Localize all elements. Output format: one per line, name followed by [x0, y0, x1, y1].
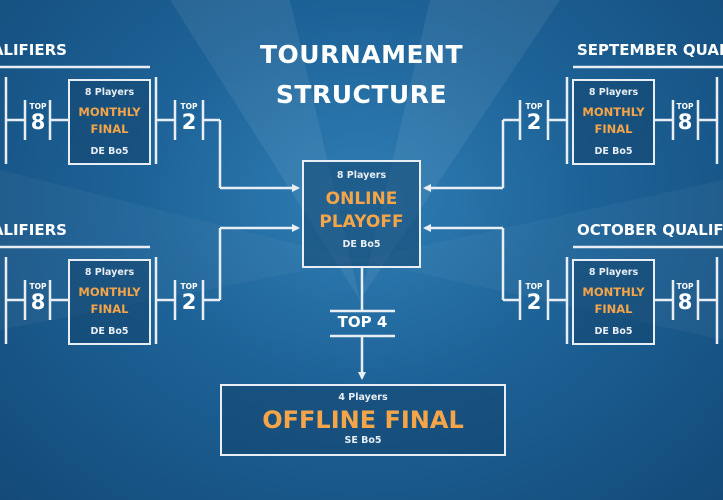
top-count: 2: [526, 289, 542, 314]
monthly-final-format: DE Bo5: [594, 146, 633, 157]
monthly-final-title-2: FINAL: [90, 302, 129, 316]
monthly-final-players: 8 Players: [588, 87, 639, 98]
top-count: 8: [30, 289, 46, 314]
top-word: TOP: [29, 102, 47, 111]
online-playoff-title-1: ONLINE: [325, 189, 398, 209]
top-word: TOP: [676, 282, 694, 291]
advance-top-4-label: TOP 4: [337, 313, 388, 331]
offline-final-players: 4 Players: [338, 392, 388, 403]
offline-final-title: OFFLINE FINAL: [262, 406, 464, 434]
top-word: TOP: [180, 102, 198, 111]
monthly-final-format: DE Bo5: [90, 326, 129, 337]
monthly-final-title-1: MONTHLY: [78, 105, 141, 119]
monthly-final-box: 8 Players MONTHLY FINAL DE Bo5: [572, 259, 655, 345]
monthly-final-players: 8 Players: [84, 87, 135, 98]
top-count: 2: [181, 109, 197, 134]
online-playoff-box: 8 Players ONLINE PLAYOFF DE Bo5: [302, 160, 421, 268]
monthly-final-title-2: FINAL: [594, 122, 633, 136]
online-playoff-players: 8 Players: [336, 170, 387, 181]
monthly-final-players: 8 Players: [84, 267, 135, 278]
top-count: 8: [30, 109, 46, 134]
top-count: 2: [181, 289, 197, 314]
top-word: TOP: [525, 102, 543, 111]
monthly-final-box: 8 Players MONTHLY FINAL DE Bo5: [68, 259, 151, 345]
monthly-final-title-1: MONTHLY: [582, 285, 645, 299]
top-word: TOP: [29, 282, 47, 291]
title-line-1: TOURNAMENT: [259, 40, 464, 69]
offline-final-box: 4 Players OFFLINE FINAL SE Bo5: [220, 384, 506, 456]
top-count: 8: [677, 289, 693, 314]
qualifier-heading: SEPTEMBER QUALI: [577, 41, 723, 59]
qualifier-heading: ALIFIERS: [0, 41, 67, 59]
top-count: 8: [677, 109, 693, 134]
qualifier-heading: QUALIFIERS: [0, 221, 67, 239]
top-count: 2: [526, 109, 542, 134]
monthly-final-title-1: MONTHLY: [78, 285, 141, 299]
monthly-final-format: DE Bo5: [594, 326, 633, 337]
monthly-final-players: 8 Players: [588, 267, 639, 278]
monthly-final-box: 8 Players MONTHLY FINAL DE Bo5: [68, 79, 151, 165]
monthly-final-format: DE Bo5: [90, 146, 129, 157]
monthly-final-title-2: FINAL: [594, 302, 633, 316]
online-playoff-format: DE Bo5: [342, 239, 381, 250]
offline-final-format: SE Bo5: [344, 435, 382, 446]
top-word: TOP: [180, 282, 198, 291]
title-line-2: STRUCTURE: [275, 80, 448, 109]
top-word: TOP: [525, 282, 543, 291]
monthly-final-title-2: FINAL: [90, 122, 129, 136]
monthly-final-box: 8 Players MONTHLY FINAL DE Bo5: [572, 79, 655, 165]
monthly-final-title-1: MONTHLY: [582, 105, 645, 119]
qualifier-heading: OCTOBER QUALIF: [577, 221, 723, 239]
top-word: TOP: [676, 102, 694, 111]
online-playoff-title-2: PLAYOFF: [319, 212, 404, 232]
